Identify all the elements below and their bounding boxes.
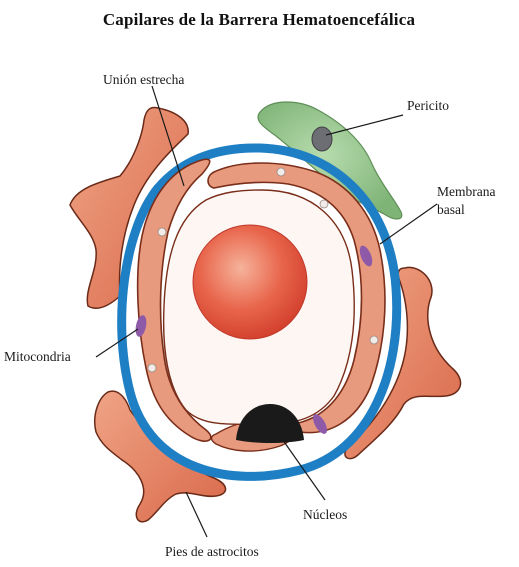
pericyte-nucleus	[312, 127, 332, 151]
label-nuclei: Núcleos	[303, 507, 347, 522]
label-basal-membrane-line2: basal	[437, 202, 465, 217]
leader-astrocyte-feet	[186, 492, 207, 537]
label-basal-membrane-line1: Membrana	[437, 184, 495, 199]
label-mitochondria: Mitocondria	[4, 349, 71, 364]
label-astrocyte-feet: Pies de astrocitos	[165, 544, 259, 559]
red-blood-cell	[193, 225, 307, 339]
leader-mitochondria	[96, 329, 138, 357]
label-tight-junction: Unión estrecha	[103, 72, 184, 87]
diagram-title: Capilares de la Barrera Hematoencefálica	[103, 10, 416, 29]
label-pericyte: Pericito	[407, 98, 449, 113]
